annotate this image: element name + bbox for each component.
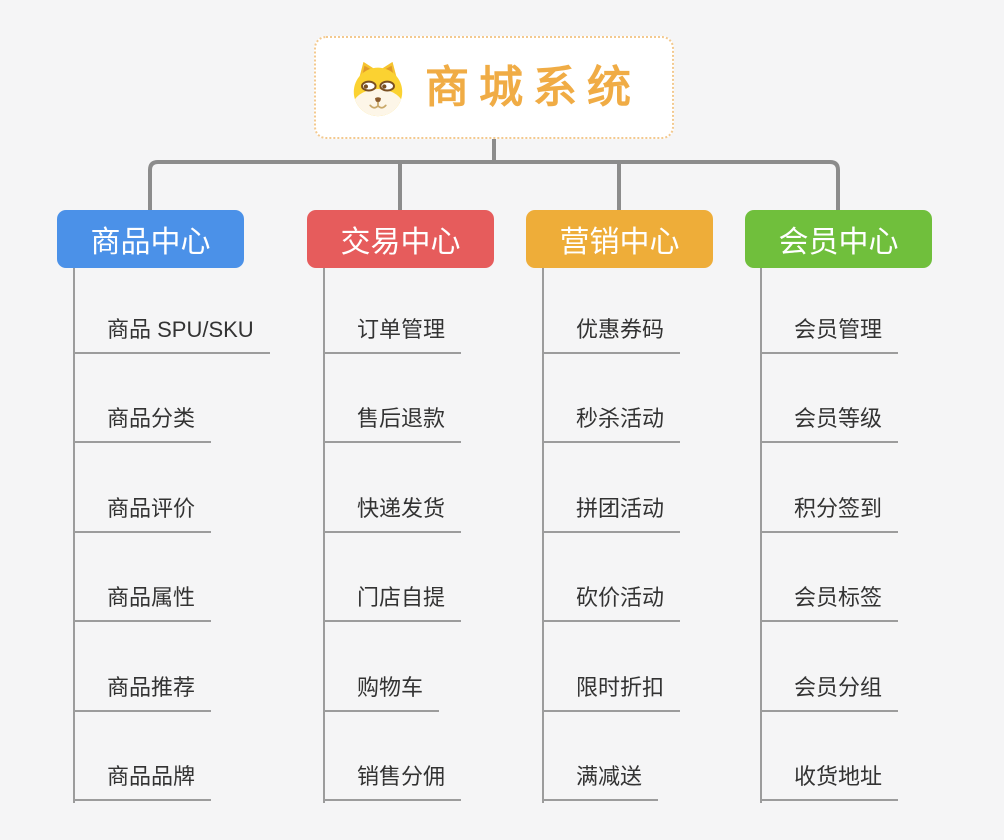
leaf-topic[interactable]: 拼团活动: [544, 495, 681, 533]
leaf-topic[interactable]: 会员标签: [762, 584, 899, 622]
leaf-topic[interactable]: 商品推荐: [75, 674, 212, 712]
root-topic-label: 商城系统: [425, 62, 641, 112]
leaf-topic[interactable]: 秒杀活动: [544, 405, 681, 443]
branch-topic-label: 营销中心: [559, 226, 680, 259]
leaf-topic[interactable]: 会员等级: [762, 405, 899, 443]
leaf-topic[interactable]: 优惠券码: [544, 316, 681, 354]
leaf-topic[interactable]: 快递发货: [325, 495, 462, 533]
branch-topic-trade-center[interactable]: 交易中心: [307, 210, 494, 268]
leaf-topic[interactable]: 门店自提: [325, 584, 462, 622]
leaf-topic[interactable]: 满减送: [544, 763, 659, 801]
branch-children-member: 会员管理 会员等级 积分签到 会员标签 会员分组 收货地址: [760, 268, 1004, 803]
branch-topic-label: 会员中心: [778, 226, 899, 259]
root-topic[interactable]: 商城系统: [314, 36, 674, 139]
leaf-topic[interactable]: 收货地址: [762, 763, 899, 801]
leaf-topic[interactable]: 限时折扣: [544, 674, 681, 712]
leaf-topic[interactable]: 商品属性: [75, 584, 212, 622]
branch-topic-product-center[interactable]: 商品中心: [57, 210, 244, 268]
leaf-topic[interactable]: 售后退款: [325, 405, 462, 443]
leaf-topic[interactable]: 购物车: [325, 674, 440, 712]
branch-children-trade: 订单管理 售后退款 快递发货 门店自提 购物车 销售分佣: [323, 268, 583, 803]
leaf-topic[interactable]: 销售分佣: [325, 763, 462, 801]
leaf-topic[interactable]: 商品品牌: [75, 763, 212, 801]
leaf-topic[interactable]: 会员管理: [762, 316, 899, 354]
branch-children-marketing: 优惠券码 秒杀活动 拼团活动 砍价活动 限时折扣 满减送: [542, 268, 802, 803]
branch-topic-member-center[interactable]: 会员中心: [745, 210, 932, 268]
leaf-topic[interactable]: 商品分类: [75, 405, 212, 443]
leaf-topic[interactable]: 积分签到: [762, 495, 899, 533]
doge-icon: [353, 61, 403, 116]
leaf-topic[interactable]: 砍价活动: [544, 584, 681, 622]
leaf-topic[interactable]: 会员分组: [762, 674, 899, 712]
branch-topic-label: 商品中心: [90, 226, 211, 259]
branch-topic-marketing-center[interactable]: 营销中心: [526, 210, 713, 268]
leaf-topic[interactable]: 商品 SPU/SKU: [75, 316, 270, 354]
branch-topic-label: 交易中心: [340, 226, 461, 259]
branch-children-product: 商品 SPU/SKU 商品分类 商品评价 商品属性 商品推荐 商品品牌: [73, 268, 333, 803]
leaf-topic[interactable]: 商品评价: [75, 495, 212, 533]
leaf-topic[interactable]: 订单管理: [325, 316, 462, 354]
